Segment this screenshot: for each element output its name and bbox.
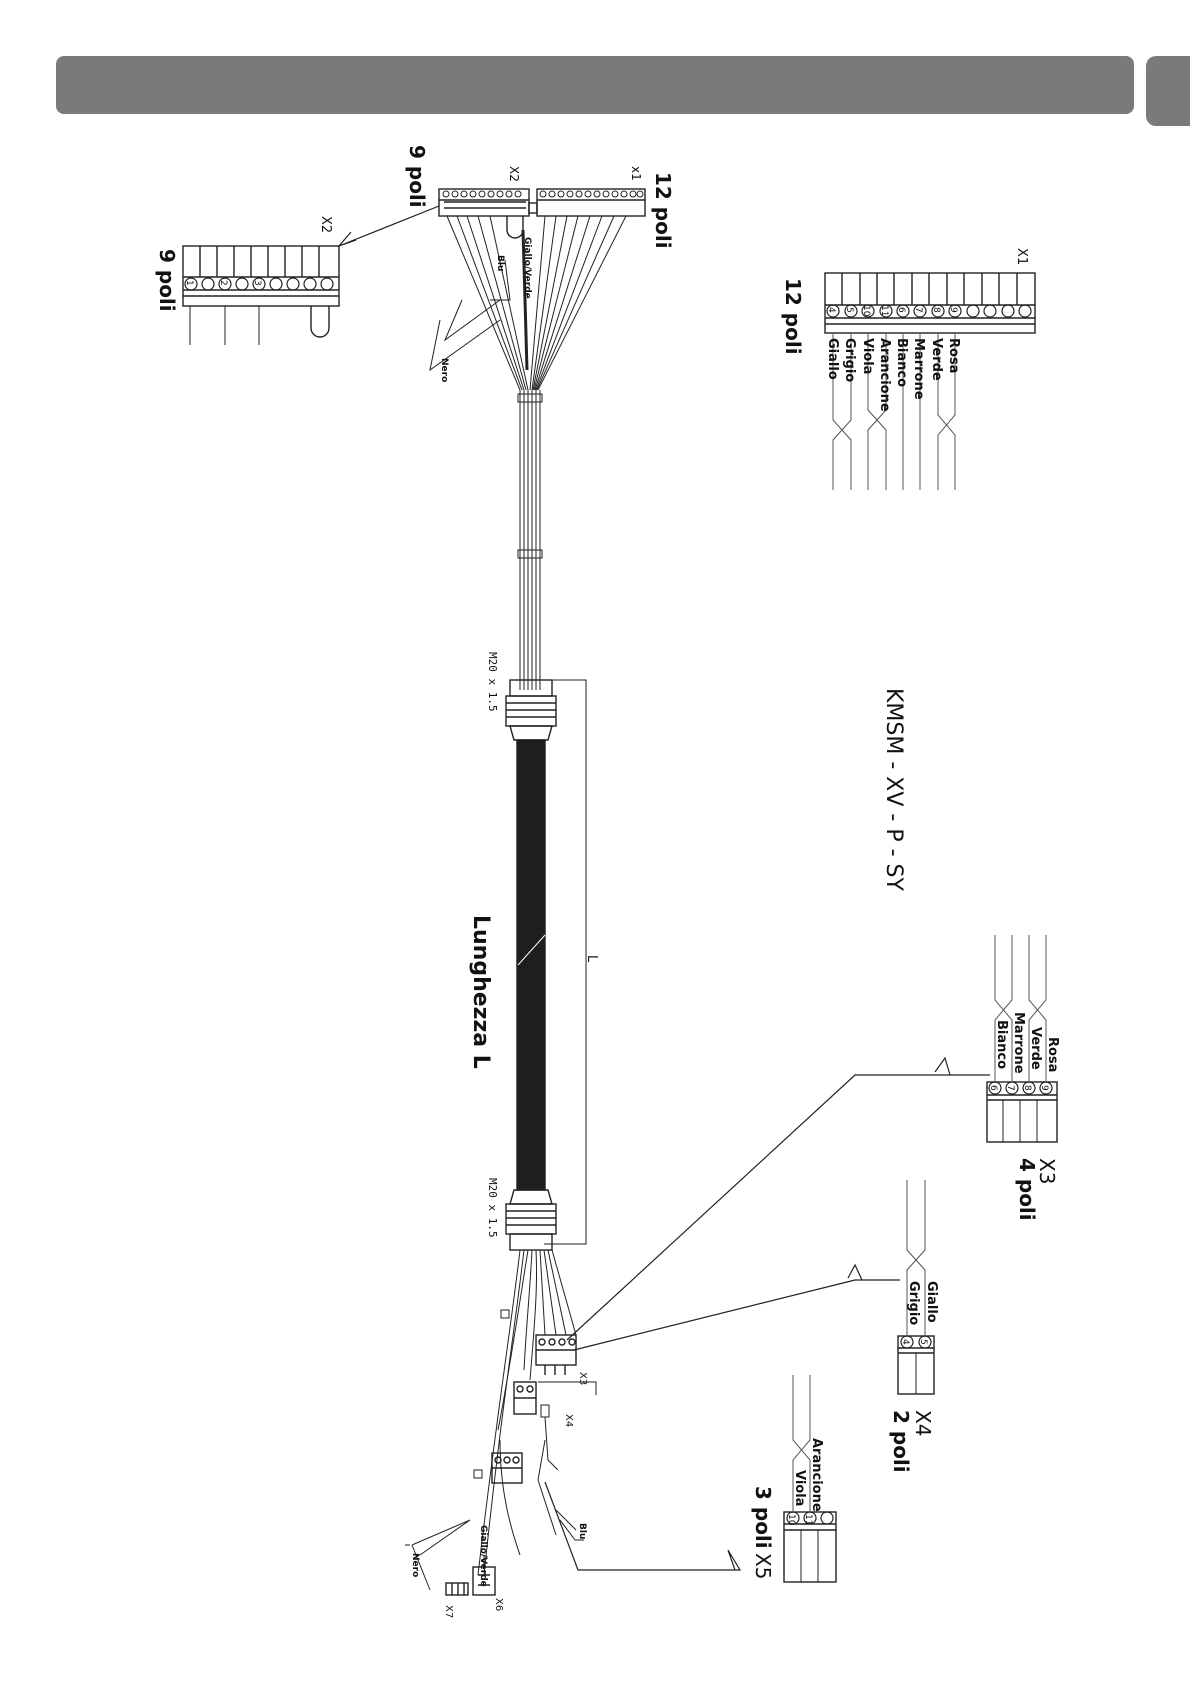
header-tab [1146, 56, 1190, 126]
detail-x4-pin-4: 4 [900, 1339, 910, 1345]
detail-x3-wire-rosa: Rosa [1045, 1037, 1060, 1072]
detail-connector-x4 [897, 1180, 935, 1395]
gland-bottom-label: M20 x 1.5 [486, 1178, 499, 1238]
connector-x2-top [438, 188, 530, 239]
detail-x1-wire-viola: Viola [860, 338, 875, 374]
detail-x3-pin-8: 8 [1022, 1085, 1032, 1091]
detail-x1-wire-marrone: Marrone [911, 338, 926, 400]
leader-x4-detail [573, 1263, 900, 1351]
detail-x1-pin-8: 8 [931, 307, 941, 313]
detail-x3-id: X3 [1035, 1158, 1059, 1184]
detail-x4-wire-giallo: Giallo [924, 1281, 939, 1323]
harness-x4-id: X4 [563, 1414, 574, 1427]
detail-x3-pin-6: 6 [988, 1085, 998, 1091]
detail-x3-wire-verde: Verde [1028, 1027, 1043, 1070]
detail-x2-poles: 9 poli [155, 249, 179, 312]
detail-x1-pin-9: 9 [948, 307, 958, 313]
detail-x1-pin-6: 6 [896, 307, 906, 313]
detail-x4-pin-5: 5 [918, 1339, 928, 1345]
detail-x3-wire-bianco: Bianco [994, 1020, 1009, 1069]
detail-x4-poles: 2 poli [889, 1410, 913, 1473]
harness-connector-x4-small [537, 1404, 559, 1536]
harness-x6-id: X6 [493, 1598, 504, 1611]
detail-x1-pin-7: 7 [913, 307, 923, 313]
harness-connector-x7 [445, 1582, 469, 1596]
x2-top-id: X2 [507, 166, 521, 182]
header-bar [56, 56, 1134, 114]
detail-x1-wire-grigio: Grigio [842, 338, 857, 382]
detail-x1-pin-10: 10 [861, 305, 871, 317]
length-dimension [544, 679, 587, 1245]
detail-x5-wire-viola: Viola [792, 1470, 807, 1506]
harness-connector-x4 [513, 1381, 597, 1415]
detail-x1-wire-arancione: Arancione [877, 338, 892, 412]
detail-x2-id: X2 [318, 216, 333, 233]
x1-top-poles: 12 poli [651, 172, 675, 249]
detail-x5-id: X5 [751, 1553, 775, 1579]
detail-x3-poles: 4 poli [1015, 1158, 1039, 1221]
gland-top-label: M20 x 1.5 [486, 652, 499, 712]
detail-connector-x3 [986, 935, 1058, 1143]
black-wire-bottom-label: Nero [410, 1553, 420, 1577]
detail-x1-wire-bianco: Bianco [894, 338, 909, 387]
bottom-wire-fan [473, 1249, 577, 1576]
cable-gland-bottom [505, 1189, 557, 1251]
detail-x1-pin-11: 11 [879, 305, 889, 316]
cable-sheath [516, 739, 546, 1191]
detail-x4-wire-grigio: Grigio [906, 1281, 921, 1325]
ground-wire-bottom-label: Giallo/Verde [478, 1525, 488, 1587]
detail-connector-x1 [824, 272, 1036, 490]
blue-wire-top-label: Blu [495, 255, 505, 271]
detail-x1-id: X1 [1014, 248, 1029, 265]
length-label: Lunghezza L [468, 915, 493, 1069]
harness-connector-x6 [472, 1555, 496, 1596]
detail-x3-pin-7: 7 [1005, 1085, 1015, 1091]
detail-connector-x5 [783, 1375, 837, 1583]
x1-top-id: x1 [629, 166, 643, 181]
detail-x4-id: X4 [911, 1410, 935, 1436]
detail-x1-wire-rosa: Rosa [946, 338, 961, 373]
cable-gland-top [505, 679, 557, 741]
detail-x3-pin-9: 9 [1039, 1085, 1049, 1091]
top-wire-fan [429, 215, 627, 391]
harness-x7-id: X7 [443, 1605, 454, 1618]
detail-x5-pin-10: 10 [786, 1514, 796, 1526]
detail-x1-wire-verde: Verde [929, 338, 944, 381]
length-marker: L [584, 955, 599, 963]
detail-x2-pin-3: 3 [252, 280, 262, 286]
detail-x1-pin-5: 5 [844, 307, 854, 313]
detail-x5-pin-11: 11 [803, 1514, 813, 1525]
leader-x5-detail [544, 1481, 742, 1571]
detail-x1-poles: 12 poli [781, 278, 805, 355]
detail-x5-poles: 3 poli [751, 1486, 775, 1549]
leader-blu-bottom [555, 1509, 584, 1541]
harness-connector-x3 [535, 1334, 577, 1375]
detail-x2-pin-2: 2 [218, 280, 228, 286]
leader-x2-detail [337, 205, 440, 248]
leader-x3-detail [566, 1056, 990, 1341]
x2-top-poles: 9 poli [405, 145, 429, 208]
ground-wire-top-label: Giallo/Verde [522, 237, 532, 299]
black-wire-top-label: Nero [439, 358, 449, 382]
blue-wire-bottom-label: Blu [577, 1523, 587, 1539]
bottom-ground-leaders [405, 1519, 471, 1591]
detail-x1-wire-giallo: Giallo [825, 338, 840, 380]
model-label: KMSM - XV - P - SY [881, 688, 906, 891]
detail-x2-pin-1: 1 [184, 280, 194, 286]
detail-x1-pin-4: 4 [826, 307, 836, 313]
harness-connector-x5 [491, 1452, 523, 1484]
detail-x3-wire-marrone: Marrone [1011, 1012, 1026, 1074]
detail-connector-x2 [182, 245, 340, 345]
harness-x3-id: X3 [577, 1372, 588, 1385]
connector-x1-top [528, 188, 646, 217]
detail-x5-wire-arancione: Arancione [809, 1438, 824, 1512]
cable-upper [517, 390, 543, 690]
